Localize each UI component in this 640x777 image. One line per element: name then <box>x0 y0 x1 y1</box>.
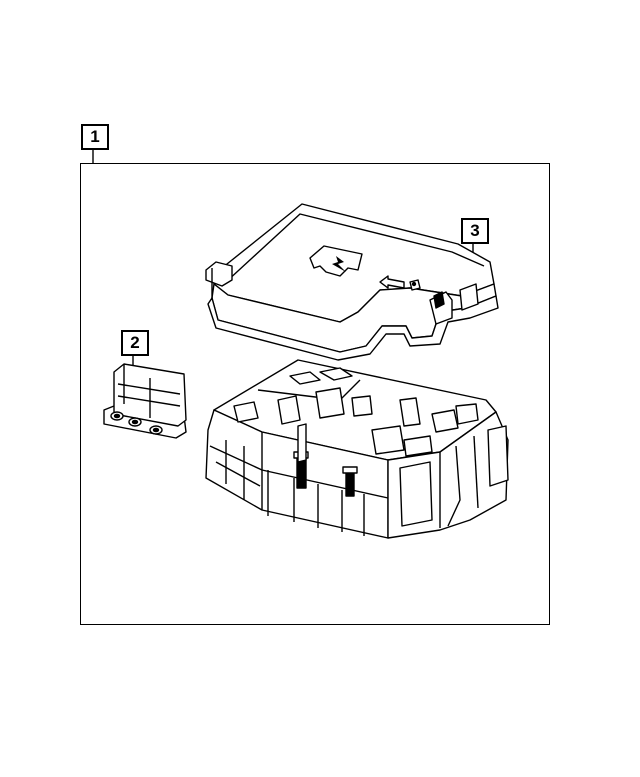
mounting-bracket <box>103 363 187 439</box>
callout-2: 2 <box>121 330 149 356</box>
fuse-box-base <box>205 359 509 539</box>
assembly-frame <box>80 163 550 625</box>
callout-1: 1 <box>81 124 109 150</box>
callout-3: 3 <box>461 218 489 244</box>
fuse-box-cover <box>205 203 499 361</box>
